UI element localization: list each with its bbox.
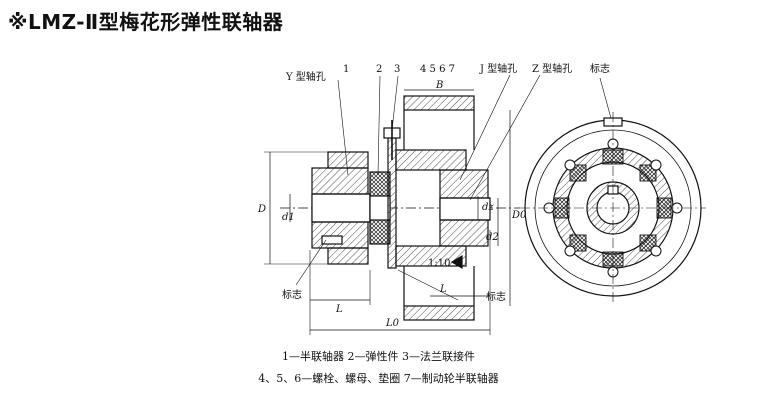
label-dim-b: B [435,80,443,91]
label-part-1: 1 [343,64,349,75]
label-taper: 1:10 [428,258,450,269]
label-mark-top: 标志 [590,62,610,75]
label-dim-d: D [257,204,266,215]
label-dim-l0: L0 [385,318,400,329]
label-mark-bottom: 标志 [486,290,506,303]
label-dim-dz: dz [482,202,494,213]
legend-line-1: 1—半联轴器 2—弹性件 3—法兰联接件 [282,350,475,363]
page-title: ※LMZ-Ⅱ型梅花形弹性联轴器 [8,10,284,34]
label-j-hole: J 型轴孔 [479,62,517,75]
section-view [264,74,613,335]
label-parts-4567: 4 5 6 7 [420,64,455,75]
legend-line-2: 4、5、6—螺栓、螺母、垫圈 7—制动轮半联轴器 [258,372,499,385]
label-dim-l: L [335,304,343,315]
label-y-hole: Y 型轴孔 [285,70,326,83]
label-dim-d1: d1 [282,212,295,223]
label-part-3: 3 [394,64,400,75]
end-view [520,112,706,304]
label-mark-left: 标志 [282,288,302,301]
label-part-2: 2 [376,64,382,75]
label-dim-d2: d2 [486,232,499,243]
label-dim-d0: D0 [511,210,527,221]
label-z-hole: Z 型轴孔 [532,62,572,75]
label-dim-l-right: L [439,284,447,295]
